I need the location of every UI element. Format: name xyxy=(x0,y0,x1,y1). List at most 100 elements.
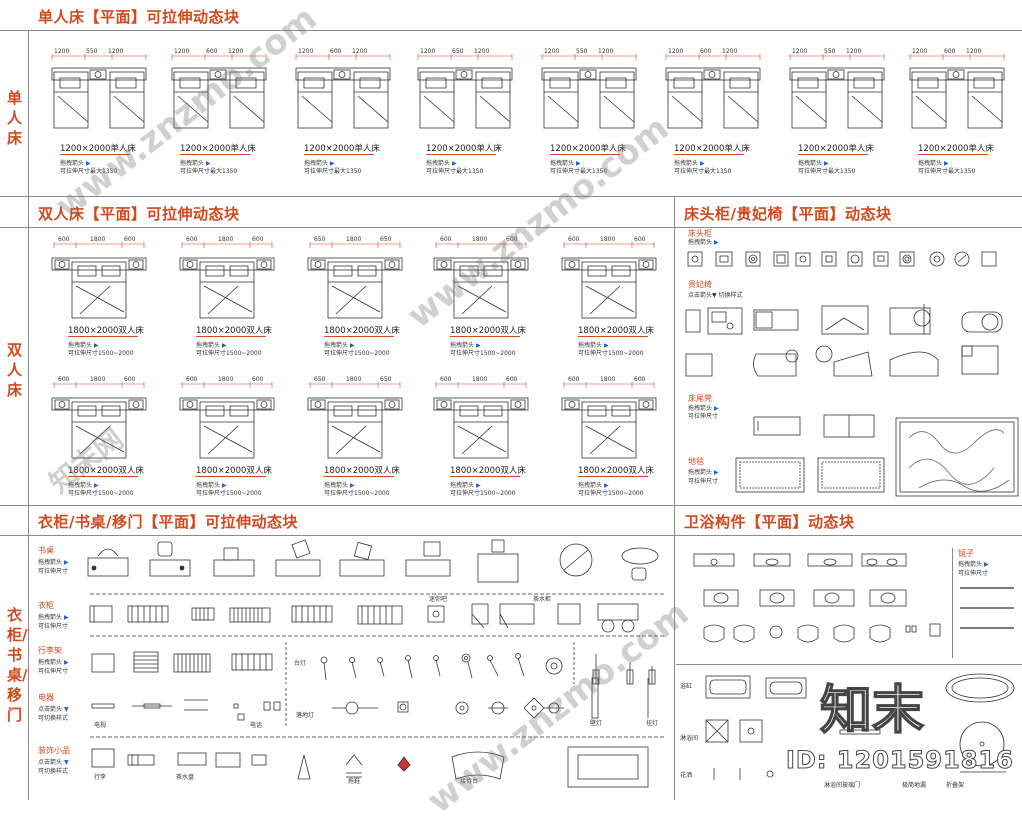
dimension-label: 550 xyxy=(824,48,836,55)
double-bed-caption: 1800×2000双人床 xyxy=(450,466,526,478)
drag-hint-text: 拖拽箭头 xyxy=(196,482,221,489)
caption-underline xyxy=(426,154,496,155)
dimension-label: 650 xyxy=(314,236,326,243)
dimension-label: 650 xyxy=(380,236,392,243)
double-bed-drawing xyxy=(561,242,657,319)
dimension-label: 1800 xyxy=(218,376,234,383)
caption-underline xyxy=(180,154,250,155)
drag-hint: 拖拽箭头 ▶ xyxy=(450,482,481,490)
arrow-icon: ▶ xyxy=(713,469,719,476)
caption-underline xyxy=(450,476,520,477)
stretch-range: 可拉伸尺寸最大1350 xyxy=(426,168,484,175)
arrow-icon: ▶ xyxy=(603,482,609,489)
divider xyxy=(28,30,29,800)
double-bed-drawing xyxy=(179,382,275,459)
caption-text: 1800×2000双人床 xyxy=(196,466,272,476)
caption-text: 1800×2000双人床 xyxy=(196,326,272,336)
decor-hint: 点击箭头 ▼ xyxy=(38,759,69,767)
caption-underline xyxy=(578,336,648,337)
double-bed-caption: 1800×2000双人床 xyxy=(578,326,654,338)
dimension-label: 1200 xyxy=(668,48,684,55)
caption-text: 1800×2000双人床 xyxy=(68,326,144,336)
single-bed-drawing xyxy=(541,54,637,129)
watermark-brand-text: 知末 xyxy=(819,680,925,742)
rug-range: 可拉伸尺寸 xyxy=(688,478,719,485)
luggage-range: 可拉伸尺寸 xyxy=(38,668,69,675)
caption-text: 1200×2000单人床 xyxy=(304,144,380,154)
dimension-label: 1200 xyxy=(108,48,124,55)
single-bed-drawing xyxy=(295,54,391,129)
arrow-icon: ▶ xyxy=(603,342,609,349)
arrow-icon: ▶ xyxy=(221,482,227,489)
dimension-label: 1200 xyxy=(420,48,436,55)
label-shower-glass: 淋浴间玻璃门 xyxy=(824,782,861,789)
mirror-range: 可拉伸尺寸 xyxy=(958,570,989,577)
decor-icons xyxy=(90,736,664,788)
side-label-wardrobe: 衣柜/书桌/移门 xyxy=(1,605,27,725)
arrow-icon: ▶ xyxy=(63,659,69,666)
label-desk: 书桌 xyxy=(38,546,54,555)
arrow-icon: ▶ xyxy=(349,482,355,489)
caption-text: 1200×2000单人床 xyxy=(60,144,136,154)
double-bed-drawing xyxy=(561,382,657,459)
caption-underline xyxy=(918,154,988,155)
drag-hint: 拖拽箭头 ▶ xyxy=(68,482,99,490)
desk-drag-text: 拖拽箭头 xyxy=(38,559,63,566)
dimension-label: 600 xyxy=(440,376,452,383)
single-bed-drawing xyxy=(51,54,147,129)
double-bed-drawing xyxy=(51,382,147,459)
side-label-text: 衣柜/书桌/移门 xyxy=(7,606,28,724)
caption-text: 1800×2000双人床 xyxy=(68,466,144,476)
caption-underline xyxy=(550,154,620,155)
dimension-label: 600 xyxy=(186,376,198,383)
drag-hint-text: 拖拽箭头 xyxy=(798,160,823,167)
label-wardrobe: 衣柜 xyxy=(38,601,54,610)
arrow-icon: ▶ xyxy=(205,160,211,167)
mirror-icons xyxy=(960,587,1014,629)
drag-hint-text: 拖拽箭头 xyxy=(68,342,93,349)
arrow-icon: ▶ xyxy=(713,405,719,412)
dimension-label: 600 xyxy=(568,236,580,243)
dimension-label: 1200 xyxy=(966,48,982,55)
appliance-hint: 点击箭头 ▼ xyxy=(38,706,69,714)
double-bed-caption: 1800×2000双人床 xyxy=(196,466,272,478)
single-bed-caption: 1200×2000单人床 xyxy=(674,144,750,156)
drag-hint-text: 拖拽箭头 xyxy=(304,160,329,167)
watermark-brand: 知末 xyxy=(819,668,925,743)
dimension-label: 1200 xyxy=(174,48,190,55)
watermark-id: ID: 1201591816 xyxy=(786,746,1014,775)
dimension-label: 600 xyxy=(506,236,518,243)
arrow-icon: ▶ xyxy=(93,342,99,349)
caption-text: 1200×2000单人床 xyxy=(180,144,256,154)
divider xyxy=(0,196,1022,197)
dimension-label: 1200 xyxy=(912,48,928,55)
drag-hint: 拖拽箭头 ▶ xyxy=(798,160,829,168)
label-mirror: 镜子 xyxy=(958,549,974,558)
arrow-icon: ▶ xyxy=(475,482,481,489)
bench-range: 可拉伸尺寸 xyxy=(688,413,719,420)
label-hang-lamp: 挂灯 xyxy=(646,720,659,727)
stretch-range: 可拉伸尺寸最大1350 xyxy=(60,168,118,175)
dimension-label: 1800 xyxy=(346,236,362,243)
drag-hint: 拖拽箭头 ▶ xyxy=(304,160,335,168)
appliance-icons xyxy=(91,677,649,726)
dimension-label: 600 xyxy=(206,48,218,55)
caption-underline xyxy=(68,476,138,477)
decor-hint2: 可切换样式 xyxy=(38,768,69,775)
label-luggage: 行李 xyxy=(94,774,107,781)
double-bed-caption: 1800×2000双人床 xyxy=(68,326,144,338)
single-bed-caption: 1200×2000单人床 xyxy=(426,144,502,156)
wardrobe-icons xyxy=(89,593,664,637)
drag-hint-text: 拖拽箭头 xyxy=(68,482,93,489)
stretch-range: 可拉伸尺寸最大1350 xyxy=(798,168,856,175)
label-tea-tray: 茶水盘 xyxy=(176,774,195,781)
dimension-label: 1800 xyxy=(600,376,616,383)
label-nightstand: 床头柜 xyxy=(688,229,712,238)
single-bed-drawing xyxy=(665,54,761,129)
caption-text: 1800×2000双人床 xyxy=(324,466,400,476)
